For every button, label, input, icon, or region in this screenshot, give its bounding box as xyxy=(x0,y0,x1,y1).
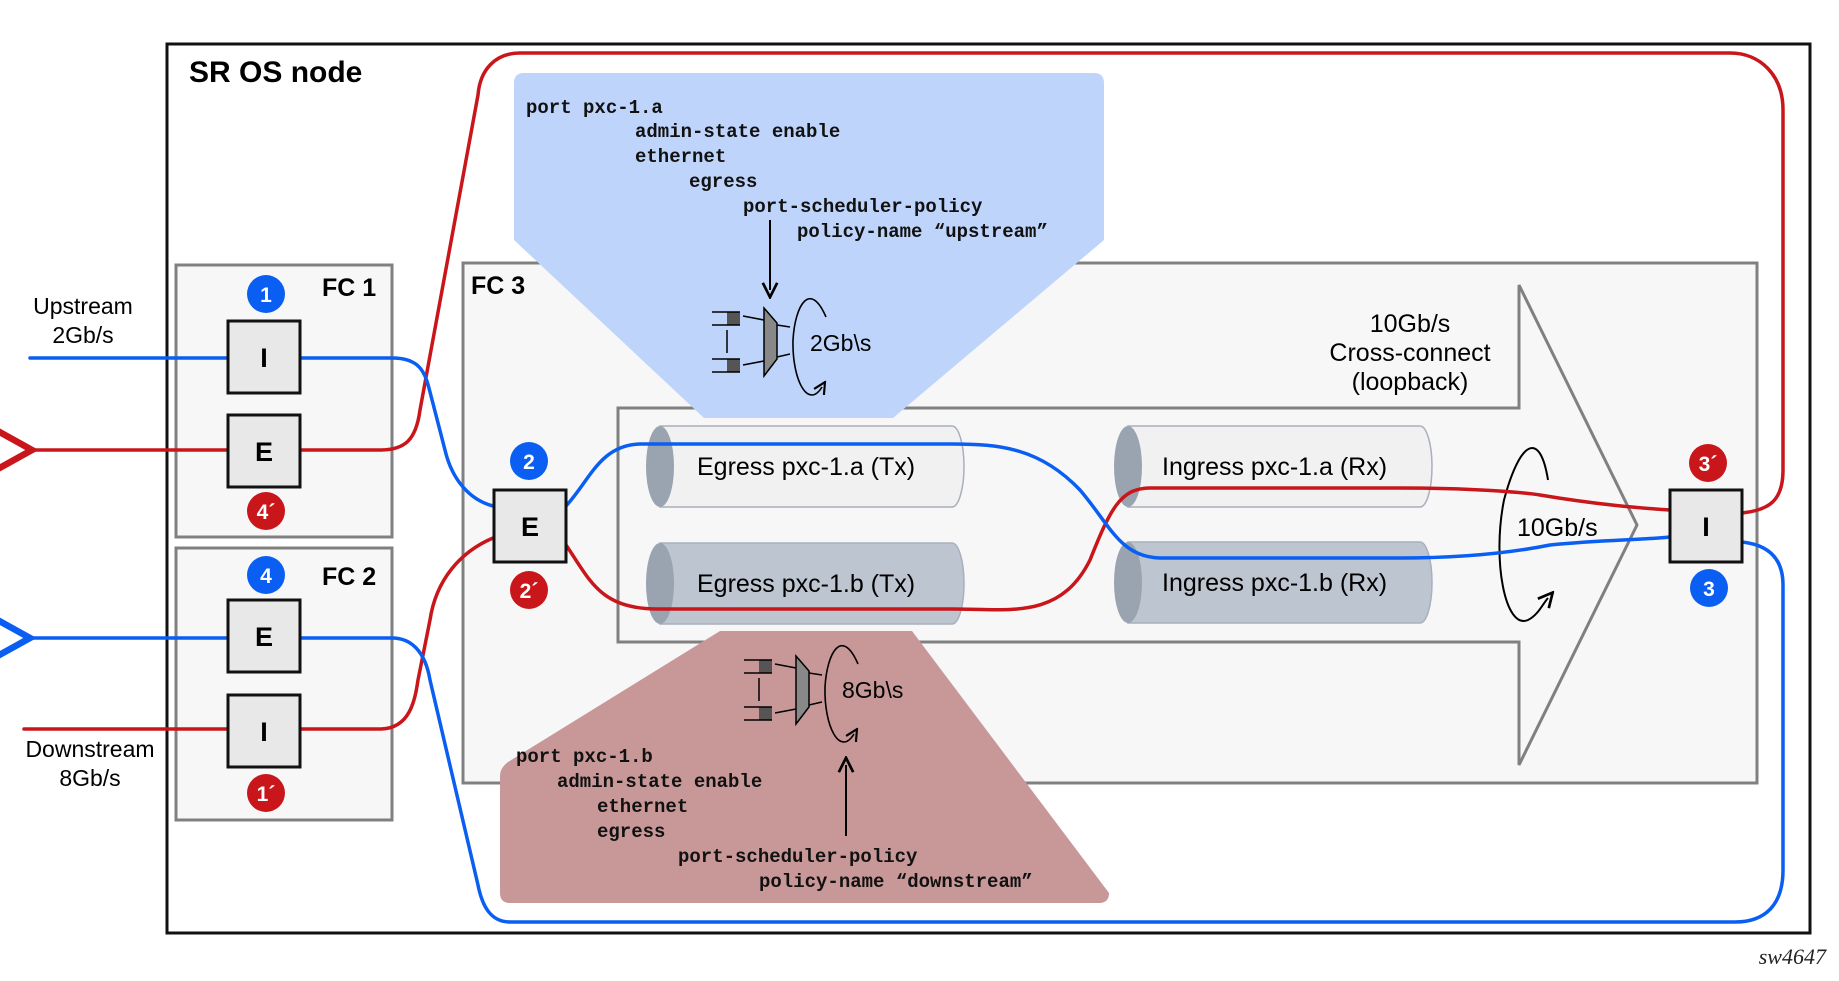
fc2-egress-port[interactable]: E xyxy=(226,598,302,674)
config-line: port pxc-1.a xyxy=(526,97,663,119)
svg-text:2: 2 xyxy=(523,451,535,474)
fc1-ingress-port[interactable]: I xyxy=(226,319,302,395)
cylinder-ingress-a: Ingress pxc-1.a (Rx) xyxy=(1114,425,1433,508)
svg-text:2´: 2´ xyxy=(520,580,539,603)
upstream-rate: 2Gb\s xyxy=(810,330,871,356)
step-badge-2-prime: 2´ xyxy=(510,571,548,609)
svg-text:I: I xyxy=(1702,512,1710,542)
downstream-config: port pxc-1.b admin-state enable ethernet… xyxy=(516,746,1033,893)
step-badge-2: 2 xyxy=(510,442,548,480)
cylinder-ingress-b: Ingress pxc-1.b (Rx) xyxy=(1114,541,1433,624)
config-line: admin-state enable xyxy=(635,121,840,143)
cross-connect-label: Cross-connect xyxy=(1329,339,1490,367)
config-line: egress xyxy=(597,821,665,843)
svg-text:3: 3 xyxy=(1703,578,1715,601)
cylinder-label: Ingress pxc-1.b (Rx) xyxy=(1162,569,1387,597)
fc1-label: FC 1 xyxy=(322,274,376,302)
fc3-ingress-port[interactable]: I xyxy=(1668,488,1744,564)
config-line: egress xyxy=(689,171,757,193)
downstream-rate: 8Gb\s xyxy=(842,677,903,703)
rate-loop-icon xyxy=(824,644,859,743)
scheduler-icon xyxy=(744,653,823,727)
step-badge-3: 3 xyxy=(1690,569,1728,607)
rate-loop-icon xyxy=(792,297,827,396)
cylinder-label: Egress pxc-1.a (Tx) xyxy=(697,453,915,481)
config-line: policy-name “upstream” xyxy=(797,221,1048,243)
crossconnect-loop-icon xyxy=(1498,447,1548,622)
cylinder-egress-a: Egress pxc-1.a (Tx) xyxy=(646,425,965,508)
config-line: ethernet xyxy=(635,146,726,168)
step-badge-1: 1 xyxy=(247,275,285,313)
figure-id: sw4647 xyxy=(1759,944,1827,969)
svg-text:E: E xyxy=(255,437,273,467)
step-badge-4: 4 xyxy=(247,556,285,594)
svg-text:E: E xyxy=(521,512,539,542)
svg-text:I: I xyxy=(260,717,268,747)
svg-text:3´: 3´ xyxy=(1699,453,1718,476)
cross-connect-loopback: (loopback) xyxy=(1352,368,1469,396)
fc2-ingress-port[interactable]: I xyxy=(226,693,302,769)
cylinder-label: Ingress pxc-1.a (Rx) xyxy=(1162,453,1387,481)
fc1-card xyxy=(174,263,394,539)
upstream-label: Upstream xyxy=(33,293,133,319)
config-line: port pxc-1.b xyxy=(516,746,653,768)
svg-text:E: E xyxy=(255,622,273,652)
scheduler-icon xyxy=(712,305,791,379)
upstream-config: port pxc-1.a admin-state enable ethernet… xyxy=(526,97,1048,243)
svg-text:1´: 1´ xyxy=(257,783,276,806)
config-line: port-scheduler-policy xyxy=(743,196,983,218)
upstream-rate-label: 2Gb/s xyxy=(52,322,113,348)
fc3-egress-port[interactable]: E xyxy=(492,488,568,564)
downstream-path xyxy=(24,51,1785,731)
svg-text:4´: 4´ xyxy=(257,501,276,524)
crossconnect-loop-rate: 10Gb/s xyxy=(1517,514,1598,542)
downstream-callout xyxy=(500,631,1109,903)
downstream-label: Downstream xyxy=(25,736,154,762)
downstream-rate-label: 8Gb/s xyxy=(59,765,120,791)
cylinder-label: Egress pxc-1.b (Tx) xyxy=(697,570,915,598)
config-line: admin-state enable xyxy=(557,771,762,793)
svg-text:1: 1 xyxy=(260,284,272,307)
svg-text:4: 4 xyxy=(260,565,272,588)
step-badge-1-prime: 1´ xyxy=(247,774,285,812)
svg-text:I: I xyxy=(260,343,268,373)
fc2-label: FC 2 xyxy=(322,563,376,591)
node-title: SR OS node xyxy=(189,56,362,89)
step-badge-4-prime: 4´ xyxy=(247,492,285,530)
step-badge-3-prime: 3´ xyxy=(1689,444,1727,482)
fc1-egress-port[interactable]: E xyxy=(226,413,302,489)
config-line: port-scheduler-policy xyxy=(678,846,918,868)
cross-connect-rate: 10Gb/s xyxy=(1370,310,1451,338)
config-line: ethernet xyxy=(597,796,688,818)
cylinder-egress-b: Egress pxc-1.b (Tx) xyxy=(646,542,965,625)
fc3-label: FC 3 xyxy=(471,272,525,300)
config-line: policy-name “downstream” xyxy=(759,871,1033,893)
upstream-callout xyxy=(514,73,1104,418)
upstream-path xyxy=(30,356,1785,924)
fc2-card xyxy=(174,546,394,822)
